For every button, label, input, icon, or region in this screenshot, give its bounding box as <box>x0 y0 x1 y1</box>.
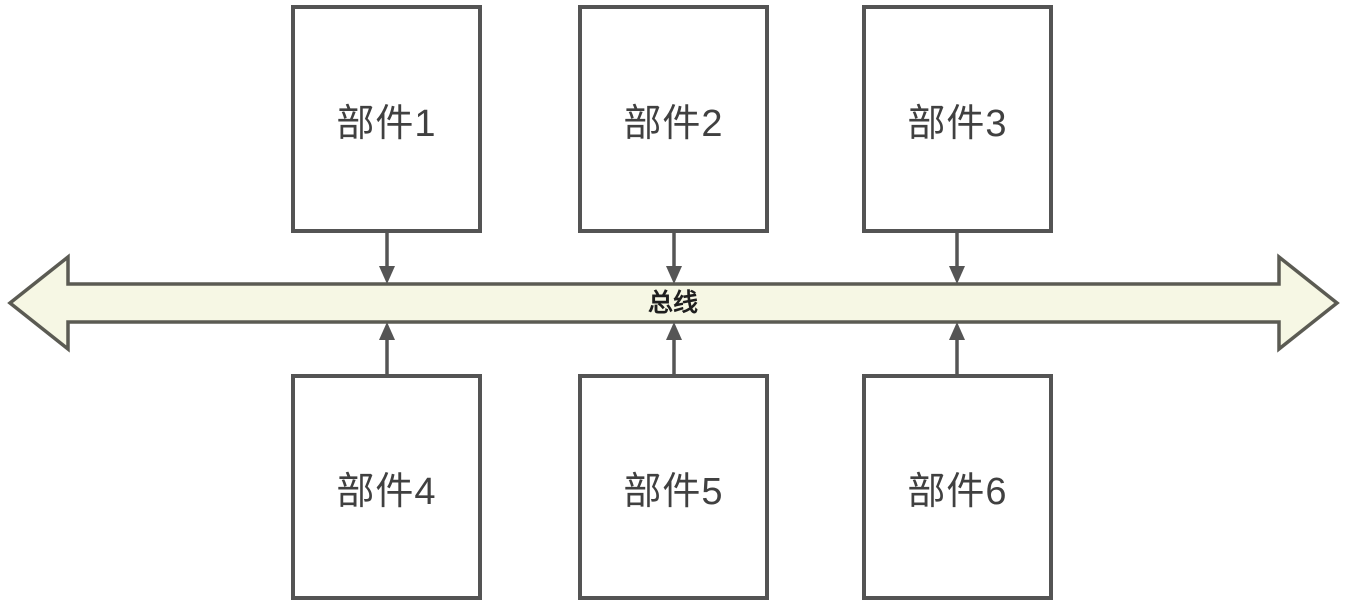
connector-bottom-4 <box>379 322 395 374</box>
component-label-5: 部件5 <box>623 470 724 513</box>
component-box-3: 部件3 <box>862 5 1053 233</box>
arrow-down-icon <box>379 266 395 284</box>
arrow-up-icon <box>949 322 965 340</box>
component-box-4: 部件4 <box>291 374 482 600</box>
connector-top-3 <box>949 233 965 284</box>
arrow-up-icon <box>666 322 682 340</box>
component-box-6: 部件6 <box>862 374 1053 600</box>
component-label-4: 部件4 <box>336 470 437 513</box>
bus-double-arrow <box>7 253 1340 353</box>
arrow-down-icon <box>949 266 965 284</box>
arrow-down-icon <box>666 266 682 284</box>
connector-bottom-6 <box>949 322 965 374</box>
component-box-5: 部件5 <box>578 374 769 600</box>
component-label-3: 部件3 <box>907 102 1008 145</box>
component-box-2: 部件2 <box>578 5 769 233</box>
arrow-up-icon <box>379 322 395 340</box>
component-box-1: 部件1 <box>291 5 482 233</box>
connector-top-1 <box>379 233 395 284</box>
component-label-2: 部件2 <box>623 102 724 145</box>
component-label-1: 部件1 <box>336 102 437 145</box>
component-label-6: 部件6 <box>907 470 1008 513</box>
connector-top-2 <box>666 233 682 284</box>
connector-bottom-5 <box>666 322 682 374</box>
